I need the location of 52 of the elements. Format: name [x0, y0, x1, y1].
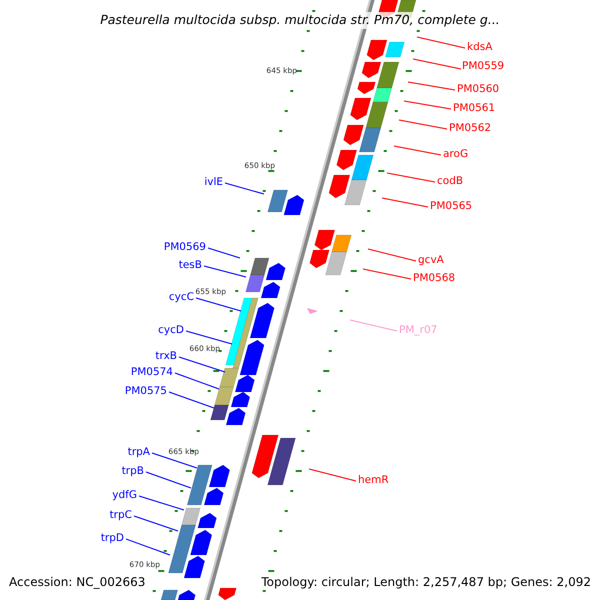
gene-label: kdsA [467, 42, 492, 52]
leader-line [174, 372, 220, 390]
leader-line [368, 248, 416, 262]
gene-label: cycC [168, 292, 194, 302]
leader-line [386, 172, 436, 182]
gene-label: PM0559 [462, 61, 504, 72]
leader-line [178, 356, 226, 372]
gene-label: tesB [178, 260, 202, 270]
accession-text: Accession: NC_002663 [9, 576, 146, 588]
gene-label: trpB [122, 466, 144, 476]
summary-text: Topology: circular; Length: 2,257,487 bp; Genes: 2,092 [261, 576, 591, 588]
gene-label: trpD [100, 533, 124, 544]
leader-line [350, 320, 398, 332]
gene-label: ivlE [204, 177, 223, 188]
leader-line [398, 120, 448, 130]
leader-line [224, 182, 264, 194]
gene-label: trpC [110, 510, 132, 520]
leader-line [404, 100, 452, 110]
leader-line [146, 472, 192, 488]
gene-label: PM_r07 [399, 325, 438, 336]
gene-label: cycD [158, 325, 184, 336]
gene-label: codB [437, 176, 464, 186]
leader-line [408, 82, 456, 90]
leader-line [138, 496, 184, 510]
leader-line [412, 58, 462, 70]
gene-label: PM0565 [430, 201, 472, 212]
gene-label: gcvA [418, 255, 444, 266]
leader-line [196, 298, 242, 312]
leader-line [204, 266, 246, 278]
gene-label: PM0575 [124, 386, 167, 396]
gene-label: trxB [155, 351, 177, 362]
gene-label: ydfG [112, 490, 137, 500]
leader-line [308, 468, 356, 482]
leader-line [416, 36, 466, 48]
leader-line [168, 392, 214, 408]
leader-line [126, 538, 170, 556]
leader-line [134, 516, 178, 532]
gene-label: PM0562 [449, 123, 492, 134]
leader-line [186, 330, 232, 344]
leader-line [382, 198, 428, 208]
leader-line [362, 268, 412, 280]
gene-label: PM0560 [457, 84, 500, 94]
gene-label: aroG [443, 149, 468, 160]
gene-label: PM0561 [453, 103, 496, 114]
leader-line [394, 146, 442, 156]
gene-label: PM0568 [413, 273, 456, 284]
gene-label: PM0574 [130, 367, 173, 378]
gene-label: hemR [358, 475, 389, 486]
gene-label: trpA [128, 447, 150, 458]
leader-line [208, 248, 240, 258]
gene-label: PM0569 [164, 242, 206, 252]
leader-line [152, 452, 198, 468]
